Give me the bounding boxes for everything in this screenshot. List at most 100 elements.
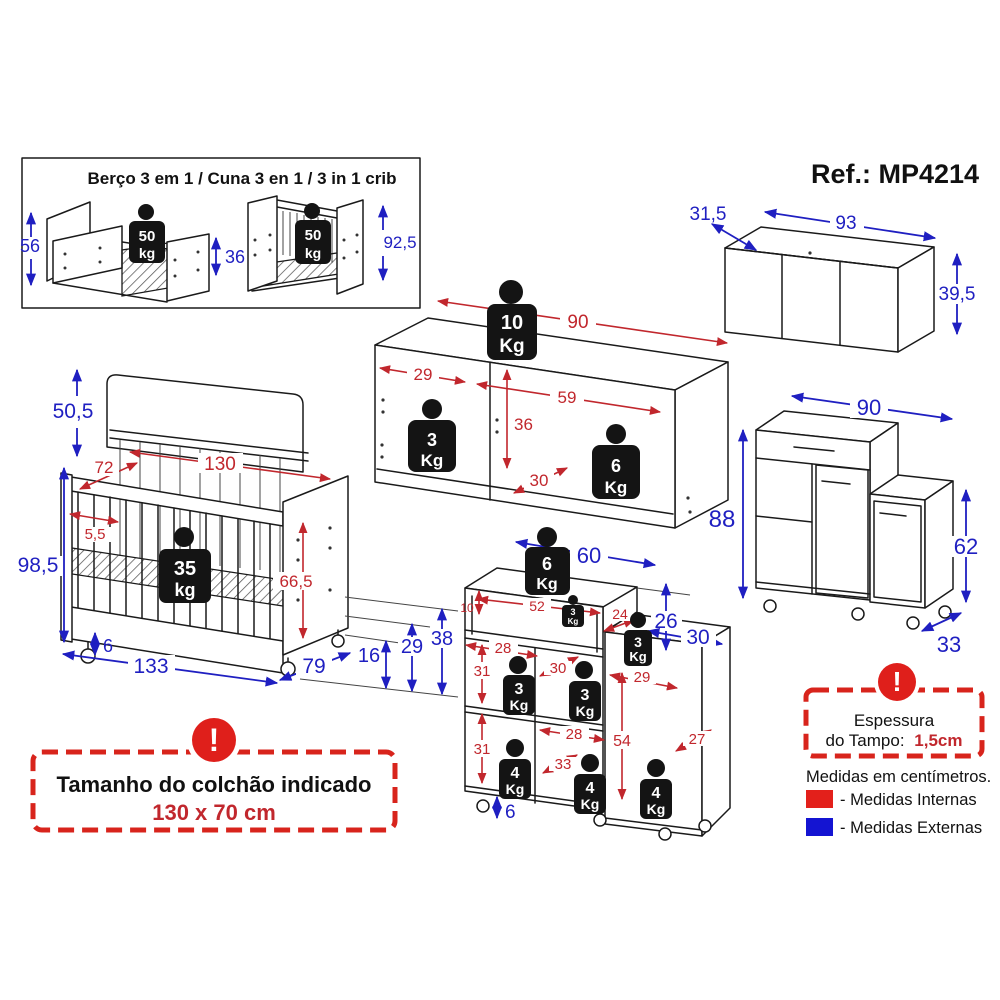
internal-color-swatch [806, 790, 833, 808]
svg-text:Kg: Kg [421, 451, 444, 470]
external-color-swatch [806, 818, 833, 836]
right-depth-label: 30 [686, 626, 709, 649]
svg-text:Kg: Kg [536, 576, 557, 593]
bottom-cabinet-width-label: 60 [577, 543, 601, 568]
svg-text:kg: kg [139, 245, 155, 261]
crib-figure: 50,5 98,5 130 72 5,5 66,5 133 6 79 16 29 [14, 368, 459, 698]
weight-icon: 6 Kg [525, 527, 570, 595]
d24-label: 24 [612, 606, 628, 622]
crib-mini-drawing: 50 kg 92,5 [247, 195, 417, 295]
svg-text:Kg: Kg [647, 801, 666, 817]
svg-text:3: 3 [581, 687, 590, 704]
exclamation-glyph: ! [209, 722, 220, 758]
thickness-line2: do Tampo: 1,5cm [825, 731, 962, 750]
bed-height-label: 56 [20, 236, 40, 256]
weight-icon: 4 Kg [499, 739, 531, 799]
right-height-label: 54 [613, 733, 631, 750]
svg-text:3: 3 [427, 430, 437, 450]
svg-text:Kg: Kg [568, 617, 579, 626]
svg-text:Kg: Kg [499, 336, 524, 357]
shelf-unit-figure: 90 29 59 36 30 10 Kg 3 Kg 6 Kg [374, 280, 729, 529]
svg-text:3: 3 [634, 634, 642, 650]
right-width-label: 29 [634, 669, 651, 686]
inset-title: Berço 3 em 1 / Cuna 3 en 1 / 3 in 1 crib [88, 169, 397, 188]
shelf-unit-height-label: 36 [514, 415, 533, 434]
crib-level3-label: 38 [431, 628, 453, 650]
weight-icon: 35 kg [159, 527, 211, 603]
shelf-unit-width-label: 90 [567, 312, 588, 333]
crib-mini-height-label: 92,5 [383, 233, 416, 252]
svg-text:Kg: Kg [605, 478, 628, 497]
svg-text:Kg: Kg [629, 649, 646, 664]
svg-text:Kg: Kg [581, 796, 600, 812]
thickness-line1: Espessura [854, 711, 935, 730]
crib-inner-width-label: 130 [204, 454, 236, 475]
svg-text:6: 6 [542, 554, 552, 574]
shelf-unit-left-width-label: 29 [414, 365, 433, 384]
mattress-size-value: 130 x 70 cm [152, 800, 276, 825]
right-depth-inner-label: 27 [689, 731, 706, 748]
depth-mid-label: 30 [550, 660, 567, 677]
weight-icon: 50 kg [295, 203, 331, 264]
svg-text:4: 4 [511, 765, 520, 782]
weight-icon: 4 Kg [640, 759, 672, 819]
side-cabinet-height-label: 88 [709, 506, 736, 533]
niche-height-label: 10 [460, 601, 474, 615]
weight-icon: 50 kg [129, 204, 165, 263]
niche-width-label: 52 [529, 598, 545, 614]
shelf-w2-label: 28 [566, 726, 583, 743]
crib-base-label: 6 [103, 636, 113, 656]
warning-icon [192, 718, 236, 762]
svg-text:kg: kg [305, 245, 321, 261]
shelf-h2-label: 31 [474, 741, 491, 758]
svg-text:3: 3 [515, 681, 524, 698]
bottom-cabinet-figure: 60 10 52 24 26 30 28 31 30 28 31 33 2 [460, 527, 731, 841]
crib-width-label: 133 [133, 655, 168, 678]
crib-3in1-inset: Berço 3 em 1 / Cuna 3 en 1 / 3 in 1 crib… [20, 157, 421, 309]
reference-label: Ref.: MP4214 [811, 159, 979, 189]
svg-text:50: 50 [139, 228, 156, 245]
svg-text:35: 35 [174, 558, 196, 580]
crib-top-depth-label: 72 [95, 458, 114, 477]
bed-rail-label: 36 [225, 247, 245, 267]
svg-text:Kg: Kg [576, 703, 595, 719]
svg-text:3: 3 [570, 607, 575, 617]
side-cabinet-right-height-label: 62 [954, 534, 978, 559]
svg-text:6: 6 [611, 456, 621, 476]
crib-level1-label: 16 [358, 645, 380, 667]
side-cabinet-depth-label: 33 [937, 632, 961, 657]
wall-cabinet-depth-label: 31,5 [690, 204, 727, 225]
wall-cabinet-figure: 31,5 93 39,5 [690, 204, 979, 353]
weight-icon: 3 Kg [562, 595, 584, 627]
svg-text:50: 50 [305, 227, 322, 244]
weight-icon: 3 Kg [408, 399, 456, 472]
top-thickness-notice: ! Espessura do Tampo: 1,5cm [803, 659, 985, 759]
svg-text:10: 10 [501, 312, 523, 334]
toddler-bed-drawing: 50 kg 56 36 [20, 201, 245, 303]
legend-internal-label: - Medidas Internas [840, 791, 977, 809]
svg-text:kg: kg [174, 580, 195, 600]
caster-wheel [476, 799, 712, 841]
side-cabinet-width-label: 90 [857, 395, 881, 420]
crib-level2-label: 29 [401, 636, 423, 658]
weight-icon: 3 Kg [624, 612, 652, 666]
shelf-unit-right-width-label: 59 [558, 388, 577, 407]
weight-icon: 3 Kg [569, 661, 601, 721]
shelf-h1-label: 31 [474, 663, 491, 680]
shelf-w1-label: 28 [495, 640, 512, 657]
svg-text:4: 4 [586, 780, 595, 797]
measure-legend: Medidas em centímetros. - Medidas Intern… [806, 768, 991, 837]
wall-cabinet-width-label: 93 [835, 213, 856, 234]
crib-inner-height-label: 66,5 [279, 572, 312, 591]
weight-icon: 4 Kg [574, 754, 606, 814]
weight-icon: 6 Kg [592, 424, 640, 499]
svg-text:Kg: Kg [510, 697, 529, 713]
legend-external-label: - Medidas Externas [840, 819, 982, 837]
crib-height-label: 98,5 [18, 554, 59, 577]
crib-slat-gap-label: 5,5 [85, 526, 106, 543]
mattress-notice-text: Tamanho do colchão indicado [57, 772, 372, 797]
right-gap-label: 26 [654, 610, 677, 633]
crib-depth-label: 79 [302, 655, 325, 678]
